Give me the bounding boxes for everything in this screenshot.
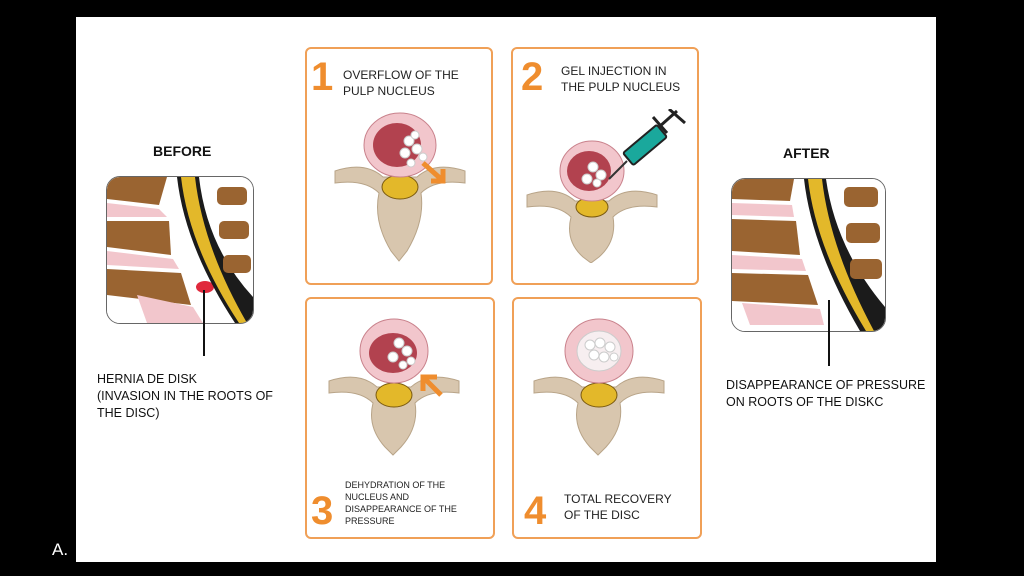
after-title: AFTER	[783, 145, 830, 161]
syringe-icon	[608, 109, 686, 180]
step-1-panel: 1 OVERFLOW OF THE PULP NUCLEUS	[305, 47, 493, 285]
before-caption: HERNIA DE DISK (INVASION IN THE ROOTS OF…	[97, 372, 273, 420]
after-caption: DISAPPEARANCE OF PRESSURE ON ROOTS OF TH…	[726, 378, 926, 409]
after-pointer-line	[828, 300, 830, 366]
step-1-number: 1	[311, 55, 334, 99]
vertebra-illustration-3	[328, 318, 460, 456]
step-2-text: GEL INJECTION IN THE PULP NUCLEUS	[561, 64, 681, 94]
step-4-number: 4	[524, 489, 547, 533]
vertebra-illustration-1	[334, 112, 466, 262]
step-3-panel: 3 DEHYDRATION OF THE NUCLEUS AND DISAPPE…	[305, 297, 495, 539]
step-2-panel: 2 GEL INJECTION IN THE PULP NUCLEUS	[511, 47, 699, 285]
before-pointer-line	[203, 290, 205, 356]
before-title: BEFORE	[153, 143, 212, 159]
step-3-text: DEHYDRATION OF THE NUCLEUS AND DISAPPEAR…	[345, 480, 457, 526]
after-spine-image	[731, 178, 886, 332]
step-1-text: OVERFLOW OF THE PULP NUCLEUS	[343, 68, 459, 98]
step-2-number: 2	[521, 55, 544, 99]
vertebra-illustration-2	[526, 109, 686, 263]
step-4-text: TOTAL RECOVERY OF THE DISC	[564, 492, 672, 522]
before-spine-image	[106, 176, 254, 324]
step-4-panel: 4 TOTAL RECOVERY OF THE DISC	[512, 297, 702, 539]
vertebra-illustration-4	[533, 318, 665, 456]
vertebra-stack-before	[107, 177, 214, 323]
figure-label: A.	[52, 540, 69, 559]
step-3-number: 3	[311, 489, 334, 533]
